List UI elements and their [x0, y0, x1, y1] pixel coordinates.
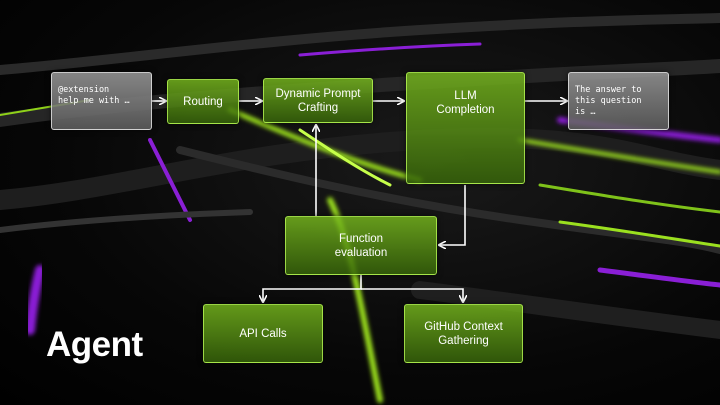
prompt-input-node: @extension help me with … — [51, 72, 152, 130]
answer-output-node: The answer to this question is … — [568, 72, 669, 130]
slide-title: Agent — [46, 325, 143, 364]
llm-completion-node: LLM Completion — [406, 72, 525, 184]
api-calls-node: API Calls — [203, 304, 323, 363]
function-evaluation-node: Function evaluation — [285, 216, 437, 275]
dynamic-prompt-crafting-node: Dynamic Prompt Crafting — [263, 78, 373, 123]
routing-node: Routing — [167, 79, 239, 124]
github-context-gathering-node: GitHub Context Gathering — [404, 304, 523, 363]
